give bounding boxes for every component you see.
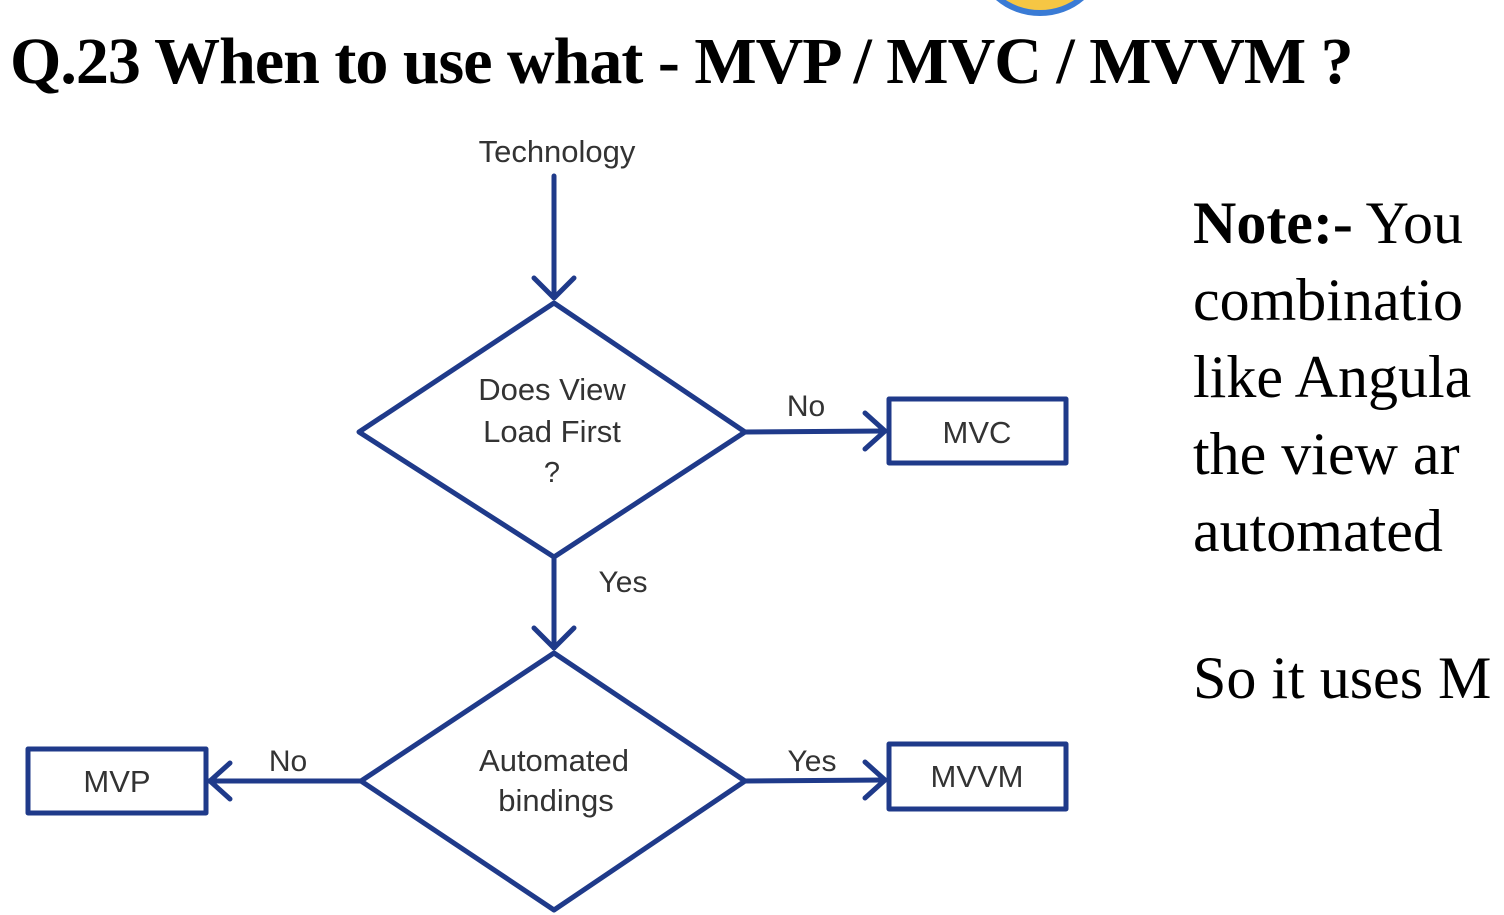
note-label: Note:- bbox=[1193, 190, 1353, 256]
arrowhead-decision2 bbox=[531, 625, 577, 651]
mvvm-box-label: MVVM bbox=[931, 759, 1024, 794]
decision1-no-label: No bbox=[787, 390, 825, 423]
decision2-text-line1: Automated bbox=[479, 743, 629, 778]
logo-arc bbox=[995, 0, 1085, 16]
note-line-1: Note:- You bbox=[1193, 185, 1471, 262]
arrowhead-mvvm bbox=[862, 759, 888, 801]
arrow-decision1-to-mvc bbox=[742, 428, 888, 435]
decision2-no-label: No bbox=[269, 745, 307, 778]
decision2-diamond bbox=[358, 650, 748, 913]
page-title: Q.23 When to use what - MVP / MVC / MVVM… bbox=[10, 25, 1354, 98]
decision1-text-line1: Does View bbox=[478, 372, 626, 407]
mvp-box bbox=[25, 746, 209, 816]
decision1-text-line3: ? bbox=[544, 457, 560, 489]
decision1-yes-label: Yes bbox=[599, 566, 648, 599]
note-line-1-text: You bbox=[1352, 190, 1464, 256]
note-line-6: So it uses M bbox=[1193, 645, 1492, 711]
start-label: Technology bbox=[479, 134, 636, 169]
arrow-decision2-to-mvvm bbox=[742, 777, 888, 784]
decision1-text-line2: Load First bbox=[483, 414, 621, 449]
mvvm-box bbox=[886, 741, 1069, 812]
note-line-5: automated bbox=[1193, 498, 1443, 564]
decision2-text-line2: bindings bbox=[498, 783, 613, 818]
note-line-2: combinatio bbox=[1193, 267, 1463, 333]
arrowhead-technology bbox=[531, 275, 577, 301]
arrowhead-mvc bbox=[862, 410, 888, 452]
mvp-box-label: MVP bbox=[83, 764, 150, 799]
mvc-box bbox=[886, 396, 1069, 466]
note-text: Note:- You combinatio like Angula the vi… bbox=[1193, 185, 1491, 711]
decision2-yes-label: Yes bbox=[788, 745, 837, 778]
mvc-box-label: MVC bbox=[943, 415, 1012, 450]
note-line-4: the view ar bbox=[1193, 421, 1460, 487]
arrowhead-mvp bbox=[207, 760, 233, 802]
note-line-3: like Angula bbox=[1193, 344, 1472, 410]
